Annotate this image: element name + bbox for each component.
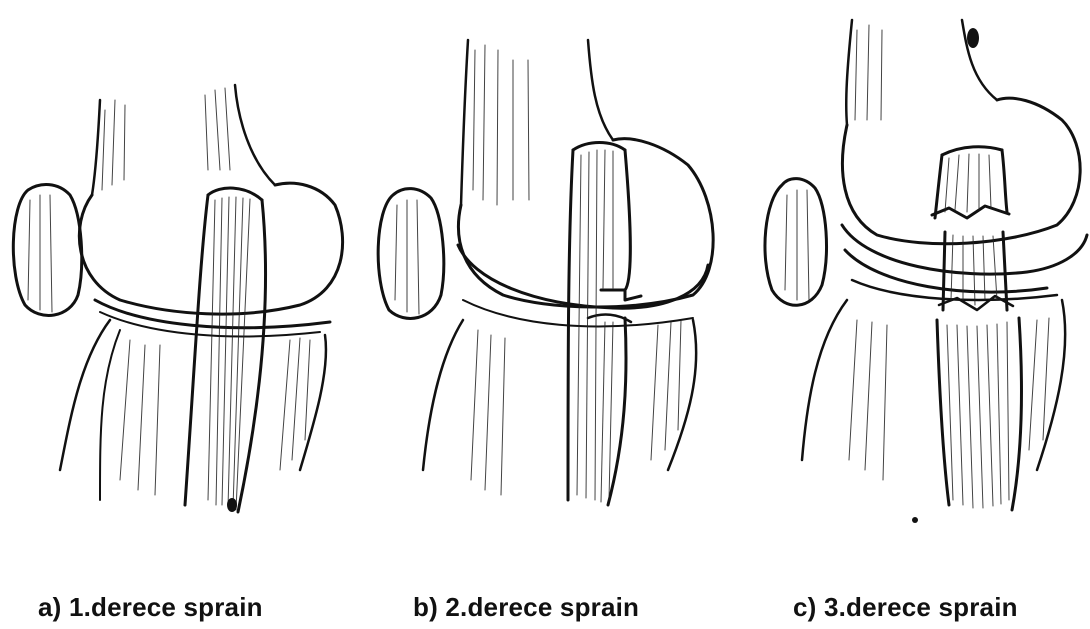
knee-ligament-grade2-illustration (363, 0, 726, 560)
knee-ligament-grade1-illustration (0, 0, 363, 560)
panel-grade-3: c) 3.derece sprain (727, 0, 1090, 629)
panel-grade-2: b) 2.derece sprain (363, 0, 726, 629)
knee-ligament-grade3-illustration (727, 0, 1090, 560)
caption-grade-2: b) 2.derece sprain (413, 592, 639, 623)
caption-grade-3: c) 3.derece sprain (793, 592, 1018, 623)
caption-grade-1: a) 1.derece sprain (38, 592, 263, 623)
panel-grade-1: a) 1.derece sprain (0, 0, 363, 629)
